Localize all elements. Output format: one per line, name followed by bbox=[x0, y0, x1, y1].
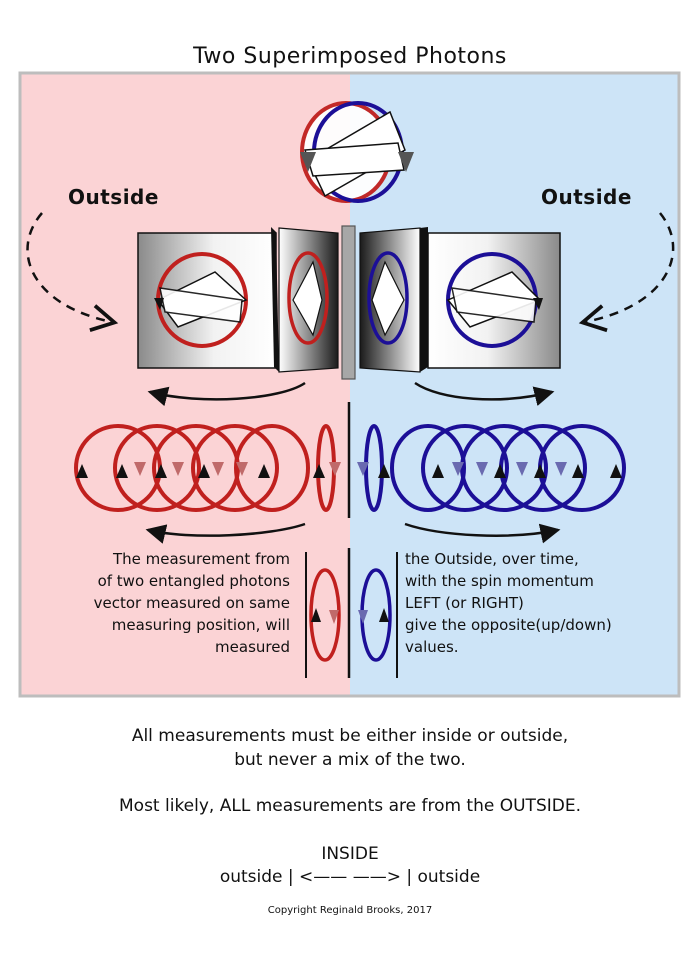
page-title: Two Superimposed Photons bbox=[193, 44, 507, 69]
left-paragraph-line: measured bbox=[215, 638, 290, 656]
right-paragraph-line: with the spin momentum bbox=[405, 572, 594, 590]
copyright-notice: Copyright Reginald Brooks, 2017 bbox=[267, 905, 433, 916]
right-paragraph-line: LEFT (or RIGHT) bbox=[405, 594, 524, 612]
left-measurement-box bbox=[137, 227, 339, 373]
right-dashed-arrow bbox=[578, 212, 675, 333]
red-helix bbox=[74, 424, 336, 512]
inside-outside-axis: INSIDE outside | <—— ——> | outside bbox=[0, 843, 700, 889]
left-dashed-arrow bbox=[26, 212, 119, 332]
right-paragraph: the Outside, over time, with the spin mo… bbox=[405, 548, 680, 658]
right-lower-solid-arrow bbox=[404, 522, 561, 544]
outside-label-left: Outside bbox=[68, 185, 159, 209]
left-paragraph-line: vector measured on same bbox=[93, 594, 290, 612]
blue-helix-down-arrows bbox=[357, 462, 567, 476]
axis-line: outside | <—— ——> | outside bbox=[219, 867, 481, 887]
small-red-circle bbox=[309, 568, 341, 662]
caption-line-1: All measurements must be either inside o… bbox=[131, 726, 569, 746]
left-upper-solid-arrow bbox=[147, 381, 306, 407]
right-paragraph-line: the Outside, over time, bbox=[405, 550, 579, 568]
left-paragraph-line: of two entangled photons bbox=[97, 572, 290, 590]
caption-most-likely: Most likely, ALL measurements are from t… bbox=[119, 796, 581, 816]
inside-label: INSIDE bbox=[321, 844, 379, 864]
right-paragraph-line: give the opposite(up/down) bbox=[405, 616, 612, 634]
left-paragraph-line: The measurement from bbox=[113, 550, 290, 568]
center-divider bbox=[341, 225, 356, 380]
right-upper-solid-arrow bbox=[414, 381, 555, 406]
left-paragraph-line: measuring position, will bbox=[111, 616, 290, 634]
right-panel-background bbox=[350, 73, 679, 696]
right-paragraph-line: values. bbox=[405, 638, 459, 656]
top-superimposed-photon-icon bbox=[300, 101, 414, 203]
caption-line-2: but never a mix of the two. bbox=[234, 750, 466, 770]
right-measurement-box bbox=[359, 227, 561, 373]
red-helix-down-arrows bbox=[134, 462, 341, 476]
left-paragraph: The measurement from of two entangled ph… bbox=[28, 548, 290, 658]
blue-helix-arrows bbox=[378, 464, 622, 478]
outside-label-right: Outside bbox=[541, 185, 632, 209]
red-helix-arrows bbox=[76, 464, 325, 478]
panel-border bbox=[18, 71, 681, 698]
left-panel-background bbox=[20, 73, 350, 696]
caption-inside-outside: All measurements must be either inside o… bbox=[0, 724, 700, 772]
left-lower-solid-arrow bbox=[145, 522, 306, 544]
